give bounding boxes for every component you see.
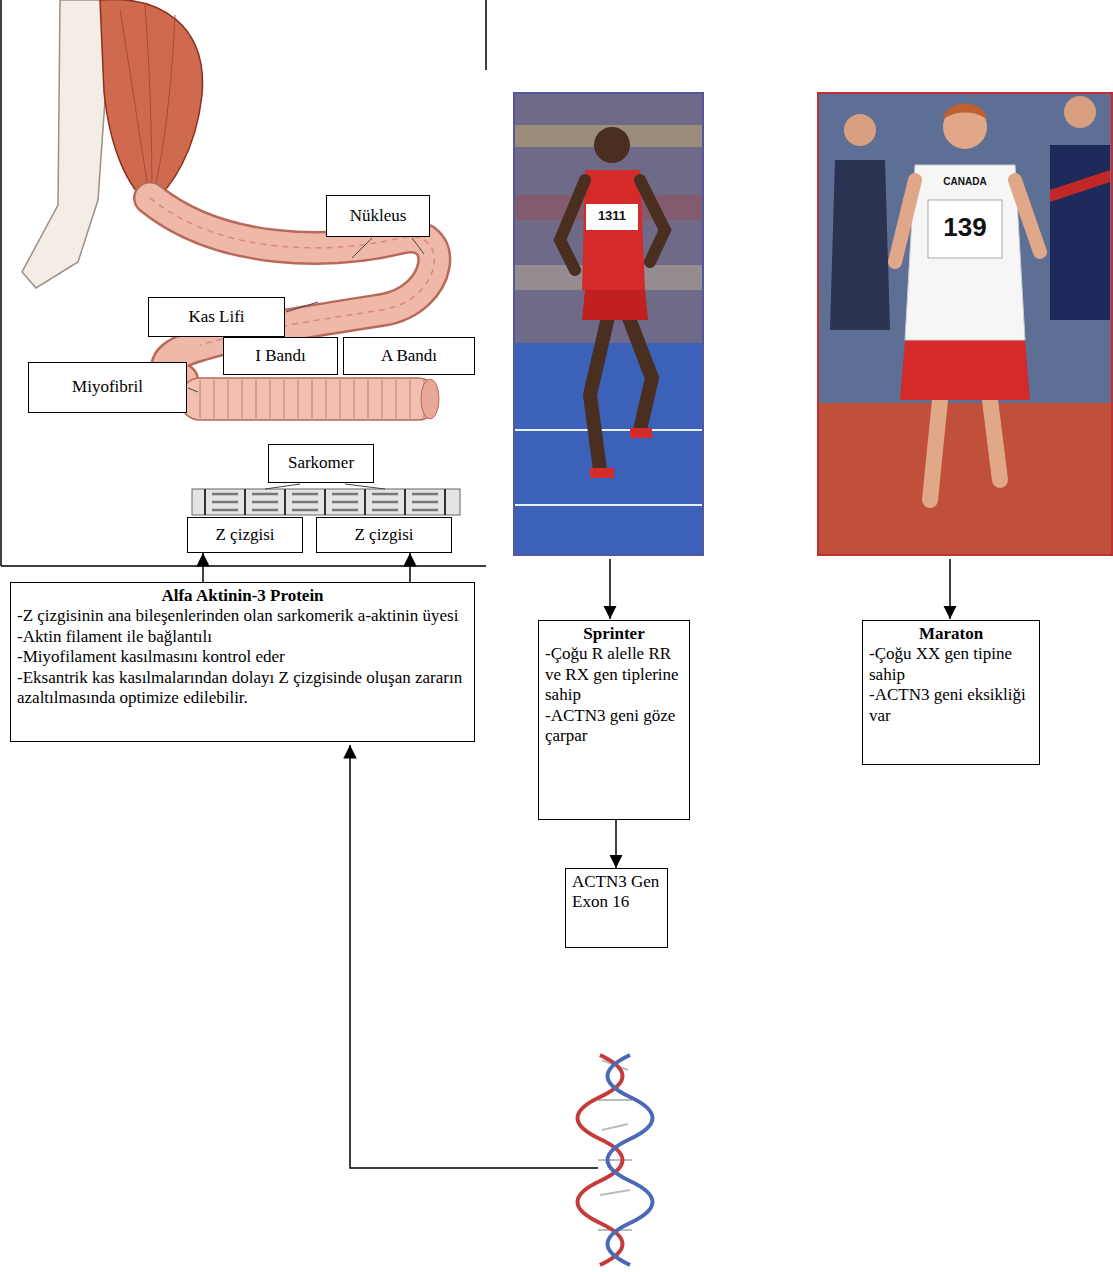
muscle-illustration — [100, 0, 203, 205]
leader-line — [412, 238, 424, 254]
box-heading: Nükleus — [350, 206, 407, 226]
part-label-box: Nükleus — [326, 195, 430, 237]
box-heading: I Bandı — [255, 346, 306, 366]
part-label-box: I Bandı — [223, 337, 338, 375]
marathon-photo — [1050, 170, 1110, 202]
muscle-illustration — [22, 0, 112, 288]
sprinter-photo — [514, 343, 703, 555]
part-label-box: Miyofibril — [28, 362, 187, 413]
sprinter-photo — [590, 300, 612, 470]
panel-border — [1, 0, 486, 566]
marathon-photo — [818, 93, 1112, 555]
marathon-photo — [905, 165, 1025, 340]
marathon-photo — [818, 93, 1112, 555]
muscle-illustration — [200, 380, 424, 418]
part-label-box: Sarkomer — [268, 444, 374, 483]
info-box: Alfa Aktinin-3 Protein-Z çizgisinin ana … — [10, 582, 475, 742]
box-text: -ACTN3 geni eksikliği var — [869, 685, 1033, 726]
sprinter-photo — [514, 93, 703, 555]
box-heading: Alfa Aktinin-3 Protein — [17, 586, 468, 606]
box-text: -ACTN3 geni göze çarpar — [545, 706, 683, 747]
muscle-illustration — [421, 379, 439, 419]
part-label-box: Z çizgisi — [187, 517, 303, 553]
info-box: ACTN3 Gen Exon 16 — [565, 868, 668, 948]
dna-helix — [598, 1060, 632, 1230]
sprinter-photo — [514, 430, 703, 505]
marathon-photo — [830, 160, 890, 330]
sprinter-photo — [560, 180, 585, 270]
muscle-illustration — [150, 198, 434, 345]
box-text: -Çoğu XX gen tipine sahip — [869, 644, 1033, 685]
leader-line — [188, 388, 198, 392]
marathon-photo — [928, 200, 1002, 258]
box-text: -Z çizgisinin ana bileşenlerinden olan s… — [17, 606, 468, 626]
box-text: -Çoğu R alelle RR ve RX gen tiplerine sa… — [545, 644, 683, 705]
dna-helix — [578, 1055, 653, 1265]
sarcomere-drawing — [212, 494, 438, 510]
arrow-connector — [202, 553, 204, 582]
marathon-photo — [895, 180, 1040, 262]
sarcomere-drawing — [205, 489, 445, 515]
sarcomere-drawing — [192, 489, 460, 515]
bib-text: 139 — [928, 212, 1002, 243]
box-heading: ACTN3 Gen Exon 16 — [572, 872, 661, 913]
sprinter-photo — [594, 127, 630, 163]
box-text: -Miyofilament kasılmasını kontrol eder — [17, 647, 468, 667]
box-text: -Aktin filament ile bağlantılı — [17, 627, 468, 647]
photo-arrow — [609, 559, 611, 619]
box-heading: Miyofibril — [72, 377, 143, 397]
leader-line — [345, 484, 385, 489]
sprinter-photo — [630, 428, 652, 438]
marathon-photo — [844, 114, 876, 146]
bib-text: 1311 — [586, 208, 638, 223]
panel-border — [1, 565, 486, 567]
marathon-photo — [1064, 96, 1096, 128]
panel-border — [485, 0, 487, 70]
part-label-box: Z çizgisi — [316, 517, 452, 553]
sprinter-photo — [640, 180, 665, 262]
marathon-photo — [818, 93, 1112, 403]
part-label-box: Kas Lifi — [148, 297, 285, 337]
marathon-photo — [943, 104, 987, 121]
arrow-connector — [615, 820, 617, 868]
sarcomere-drawing — [192, 489, 460, 515]
leader-line — [265, 484, 300, 489]
box-heading: Kas Lifi — [188, 307, 244, 327]
sprinter-photo — [586, 204, 638, 230]
leader-line — [352, 238, 372, 258]
box-text: -Eksantrik kas kasılmalarından dolayı Z … — [17, 668, 468, 709]
marathon-photo — [900, 340, 1030, 400]
photo-arrow — [949, 559, 951, 619]
muscle-illustration — [180, 378, 438, 420]
marathon-photo — [818, 403, 1112, 555]
box-heading: Sprinter — [545, 624, 683, 644]
info-box: Sprinter-Çoğu R alelle RR ve RX gen tipl… — [538, 620, 690, 820]
arrow-connector — [409, 553, 411, 582]
leader-line — [286, 302, 318, 312]
bib-text: CANADA — [928, 176, 1002, 187]
part-label-box: A Bandı — [343, 337, 475, 375]
sprinter-photo — [590, 468, 614, 478]
sprinter-photo — [514, 93, 703, 343]
sprinter-photo — [514, 93, 703, 555]
box-heading: Maraton — [869, 624, 1033, 644]
muscle-illustration — [120, 5, 175, 200]
sprinter-photo — [582, 170, 645, 290]
panel-border — [0, 0, 2, 566]
box-heading: A Bandı — [381, 346, 437, 366]
dna-helix — [608, 1055, 653, 1265]
marathon-photo — [1050, 145, 1110, 320]
box-heading: Z çizgisi — [215, 525, 274, 545]
marathon-photo — [930, 400, 1000, 500]
info-box: Maraton-Çoğu XX gen tipine sahip-ACTN3 g… — [862, 620, 1040, 765]
box-heading: Sarkomer — [288, 453, 354, 473]
box-heading: Z çizgisi — [354, 525, 413, 545]
